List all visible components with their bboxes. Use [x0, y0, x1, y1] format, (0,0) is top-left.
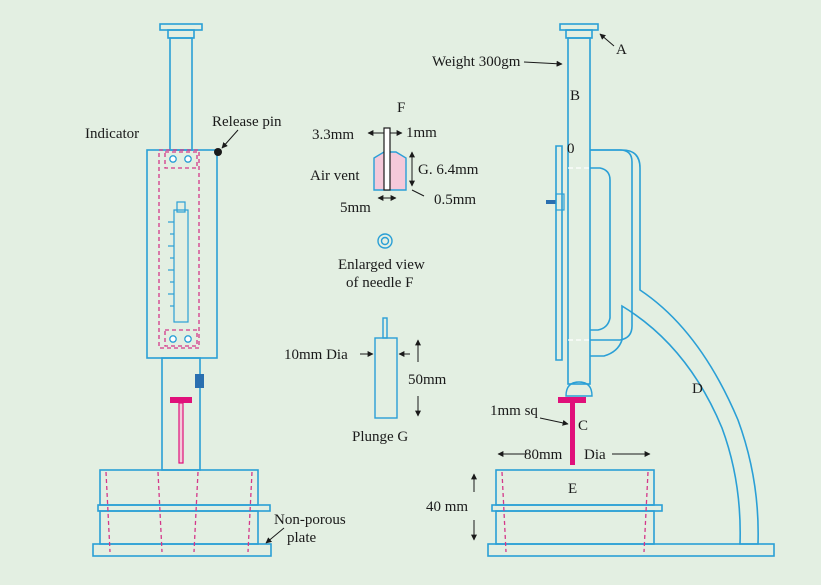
label-dim-3-3mm: 3.3mm — [312, 127, 354, 143]
release-pin-dot — [214, 148, 222, 156]
right-dashes — [501, 471, 649, 553]
label-enlarged-view: Enlarged view — [338, 257, 425, 273]
frame-bracket — [555, 145, 563, 361]
label-zero: 0 — [567, 141, 575, 157]
left-apparatus — [92, 23, 272, 557]
label-plate: plate — [287, 530, 316, 546]
label-indicator: Indicator — [85, 126, 139, 142]
label-b: B — [570, 88, 580, 104]
mould-dash-left2 — [157, 471, 163, 553]
indicator-scale — [168, 201, 189, 323]
rod-dashes — [568, 167, 590, 341]
right-apparatus — [487, 23, 775, 557]
needle-c-head — [558, 397, 586, 403]
label-air-vent: Air vent — [310, 168, 360, 184]
indicator-top-clamp — [164, 151, 198, 169]
label-40mm: 40 mm — [426, 499, 468, 515]
frame-inner — [590, 167, 611, 331]
left-base-plate — [92, 543, 272, 557]
right-knob — [546, 200, 556, 204]
mould-dash-right2 — [193, 471, 199, 553]
plunger-body — [374, 337, 398, 419]
mould-dash-right — [247, 471, 253, 553]
label-e: E — [568, 481, 577, 497]
label-plunger-g: Plunge G — [352, 429, 408, 445]
needle-end-view — [377, 233, 393, 249]
needle-f-detail — [367, 127, 425, 201]
mould-dash-left — [105, 471, 111, 553]
label-non-porous: Non-porous — [274, 512, 346, 528]
label-release-pin: Release pin — [212, 114, 282, 130]
right-knob-base — [555, 193, 565, 211]
needle-c-shaft — [570, 403, 575, 465]
left-needle — [178, 402, 184, 464]
label-80mm: 80mm — [524, 447, 563, 463]
label-10mm-dia: 10mm Dia — [284, 347, 348, 363]
arrow-release-pin — [221, 129, 239, 149]
label-weight: Weight 300gm — [432, 54, 521, 70]
left-knob — [195, 374, 204, 388]
label-1mm-sq: 1mm sq — [490, 403, 538, 419]
arrow-non-porous — [265, 527, 285, 544]
left-needle-holder — [170, 397, 192, 403]
label-c: C — [578, 418, 588, 434]
right-rod — [567, 37, 591, 385]
needle-shaft — [383, 127, 391, 191]
label-d: D — [692, 381, 703, 397]
label-50mm: 50mm — [408, 372, 447, 388]
label-needle-f: F — [397, 100, 405, 116]
label-of-needle-f: of needle F — [346, 275, 413, 291]
rod-end-bulb — [565, 381, 593, 397]
label-dia: Dia — [584, 447, 606, 463]
right-base-plate — [487, 543, 775, 557]
indicator-bottom-clamp — [164, 329, 198, 347]
label-a: A — [616, 42, 627, 58]
indicator-internals — [105, 149, 253, 553]
label-g-6-4mm: G. 6.4mm — [418, 162, 479, 178]
label-dim-5mm: 5mm — [340, 200, 371, 216]
plunger-g — [374, 317, 398, 419]
clamp-holes — [169, 155, 192, 343]
label-dim-1mm: 1mm — [406, 125, 437, 141]
label-dim-0-5mm: 0.5mm — [434, 192, 476, 208]
